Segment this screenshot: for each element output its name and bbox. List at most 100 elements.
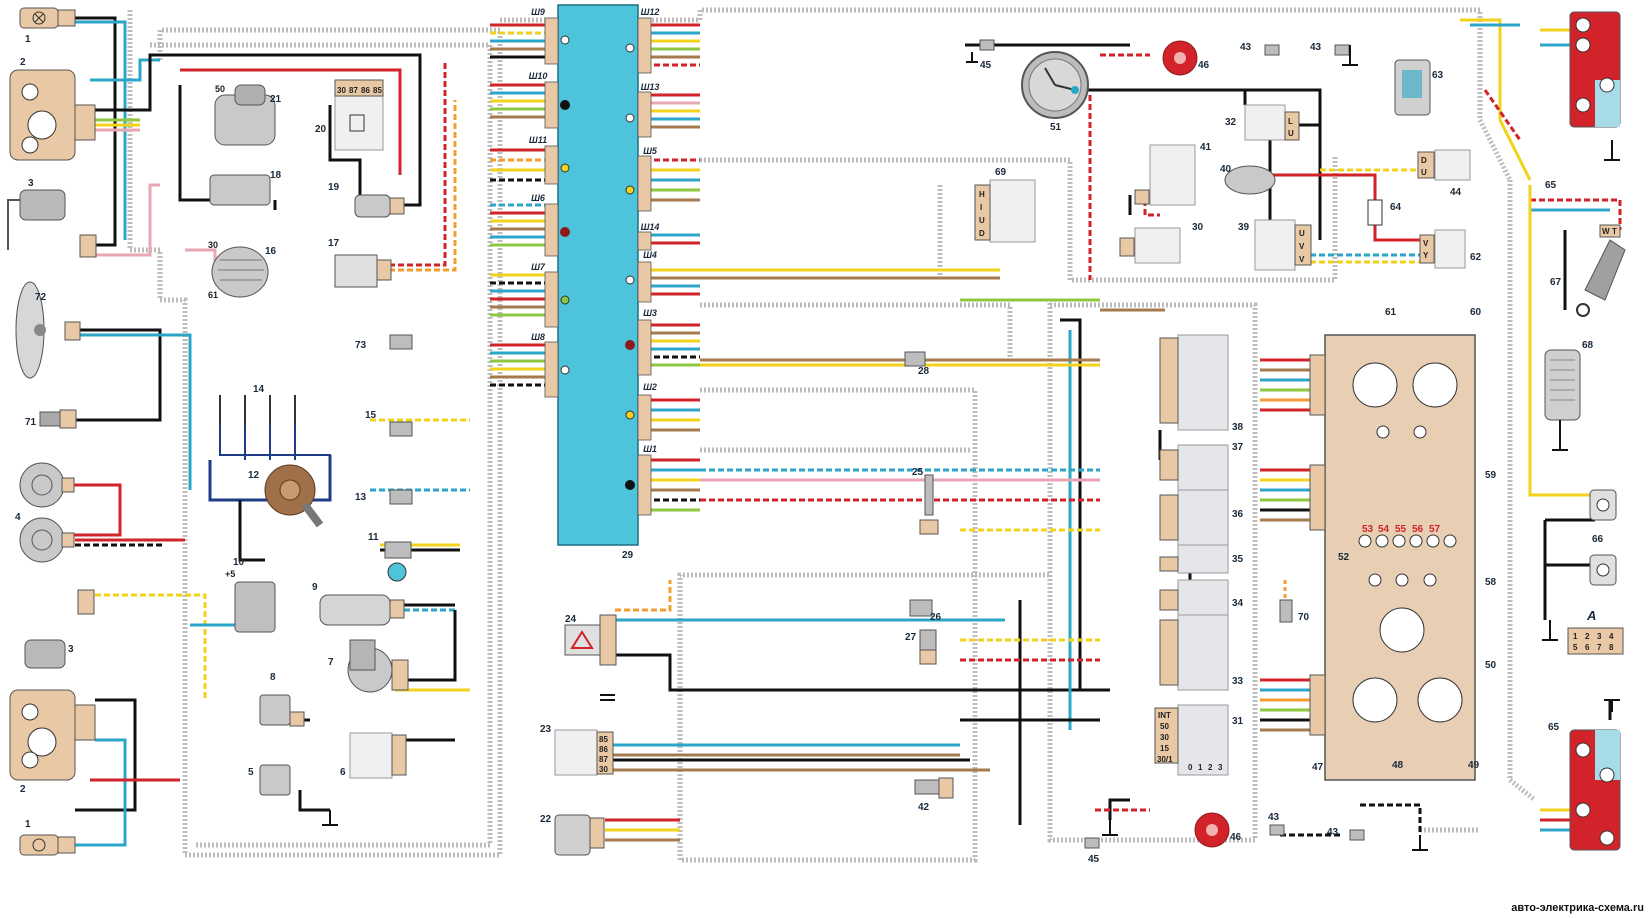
label-c23: 23 (540, 724, 552, 735)
fuse-conn-left-label: Ш6 (531, 193, 546, 203)
pin-letter-label: Y (1423, 251, 1429, 260)
label-c27: 27 (905, 632, 917, 643)
label-c26: 26 (930, 612, 942, 623)
rear-light-icon (1569, 729, 1621, 851)
fuse-conn-right-label: Ш1 (643, 444, 657, 454)
pin-letter-label: D (979, 229, 985, 238)
label-c49: 49 (1468, 760, 1480, 771)
fuse-connector-labels: Ш9 Ш10 Ш11 Ш6 Ш7 Ш8 Ш12 Ш13 Ш5 Ш14 Ш4 Ш3… (529, 7, 660, 454)
label-c48: 48 (1392, 760, 1404, 771)
label-c57: 57 (1429, 524, 1441, 535)
fuel-valve-icon (259, 764, 291, 796)
steering-switch-icon (974, 179, 1036, 243)
label-c43: 43 (1268, 812, 1280, 823)
label-c22: 22 (540, 814, 552, 825)
ignition-position-label: 1 (1198, 763, 1203, 772)
relay23-pin-labels: 85 86 87 30 (599, 735, 608, 774)
label-c53: 53 (1362, 524, 1374, 535)
label-c37: 37 (1232, 442, 1244, 453)
license-light-icon (1589, 489, 1617, 586)
gauge-icon (1021, 51, 1089, 119)
label-c2: 2 (20, 784, 26, 795)
label-c55: 55 (1395, 524, 1407, 535)
relay-pin-label: 86 (599, 745, 608, 754)
pin-letter-label: L (1288, 117, 1293, 126)
label-c6: 6 (340, 767, 346, 778)
letter-pin-labels: H I U D L U D U U V V V Y W T (979, 117, 1617, 264)
fuse-conn-left-label: Ш8 (531, 332, 545, 342)
pin-letter-label: U (1299, 229, 1305, 238)
coolant-sensor-icon (919, 474, 939, 535)
label-c17: 17 (328, 238, 340, 249)
label-c65: 65 (1548, 722, 1560, 733)
label-c70: 70 (1298, 612, 1310, 623)
label-c61: 61 (1385, 307, 1397, 318)
ignition-position-label: 3 (1218, 763, 1223, 772)
heater-switch-icon (1254, 219, 1312, 271)
label-c4: 4 (15, 512, 21, 523)
label-c65: 65 (1545, 180, 1557, 191)
label-c67: 67 (1550, 277, 1562, 288)
switch-stack-icon (1154, 334, 1229, 776)
sensor-icon (904, 351, 926, 367)
fuse-conn-left-label: Ш9 (531, 7, 545, 17)
ignition-module-icon (209, 174, 271, 206)
ignition-pin-label: 15 (1160, 744, 1169, 753)
sensor-icon (909, 599, 933, 617)
label-c71: 71 (25, 417, 37, 428)
terminal-labels: 50 30 61 +5 A 30 87 86 85 (208, 84, 1596, 623)
voltage-regulator-icon (554, 814, 605, 856)
connector-icon (79, 234, 97, 258)
wiper-relay-icon (349, 732, 407, 779)
detail-pin-label: 3 (1597, 632, 1602, 641)
side-repeater-icon (19, 834, 76, 856)
instrument-cluster (1309, 334, 1476, 781)
washer-pump-icon (319, 594, 405, 626)
label-c46: 46 (1198, 60, 1210, 71)
switch-icon (1417, 149, 1471, 181)
carburetor-valve-icon (354, 194, 405, 218)
headlight-icon (9, 69, 96, 161)
label-c10: 10 (233, 557, 245, 568)
label-c69: 69 (995, 167, 1007, 178)
label-c9: 9 (312, 582, 318, 593)
relay-pin-label: 85 (599, 735, 608, 744)
fuse-conn-right-label: Ш2 (643, 382, 657, 392)
label-c45: 45 (980, 60, 992, 71)
label-c45: 45 (1088, 854, 1100, 865)
label-c8: 8 (270, 672, 276, 683)
fuse-conn-right-label: Ш14 (641, 222, 660, 232)
generator-terminal-label: 61 (208, 290, 218, 300)
ignition-pin-label: 50 (1160, 722, 1169, 731)
starter-icon (214, 84, 276, 146)
label-c46: 46 (1230, 832, 1242, 843)
detail-pin-label: 6 (1585, 643, 1590, 652)
ignition-position-label: 0 (1188, 763, 1193, 772)
label-c29: 29 (622, 550, 634, 561)
pin-letter-label: V (1299, 242, 1305, 251)
label-c36: 36 (1232, 509, 1244, 520)
label-c60: 60 (1470, 307, 1482, 318)
rear-window-heater-icon (1544, 349, 1581, 421)
brake-fluid-switch-icon (334, 254, 392, 288)
label-c15: 15 (365, 410, 377, 421)
watermark: авто-электрика-схема.ru (1511, 902, 1644, 914)
pin-letter-label: V (1299, 255, 1305, 264)
label-c1: 1 (25, 34, 31, 45)
label-c38: 38 (1232, 422, 1244, 433)
ignition-coil-icon (234, 581, 276, 633)
label-c19: 19 (328, 182, 340, 193)
radiator-fan-icon (15, 281, 81, 379)
relay-pin-label: 87 (599, 755, 608, 764)
brake-light-icon (1162, 40, 1230, 848)
ignition-pin-label: 30/1 (1157, 755, 1173, 764)
label-c3: 3 (28, 178, 34, 189)
wires (70, 16, 1622, 847)
relay-pin-label: 85 (373, 86, 382, 95)
label-c52: 52 (1338, 552, 1350, 563)
generator-terminal-label: 30 (208, 240, 218, 250)
label-c40: 40 (1220, 164, 1232, 175)
relay-pin-label: 30 (599, 765, 608, 774)
label-c68: 68 (1582, 340, 1594, 351)
sensor-icon (384, 334, 413, 582)
